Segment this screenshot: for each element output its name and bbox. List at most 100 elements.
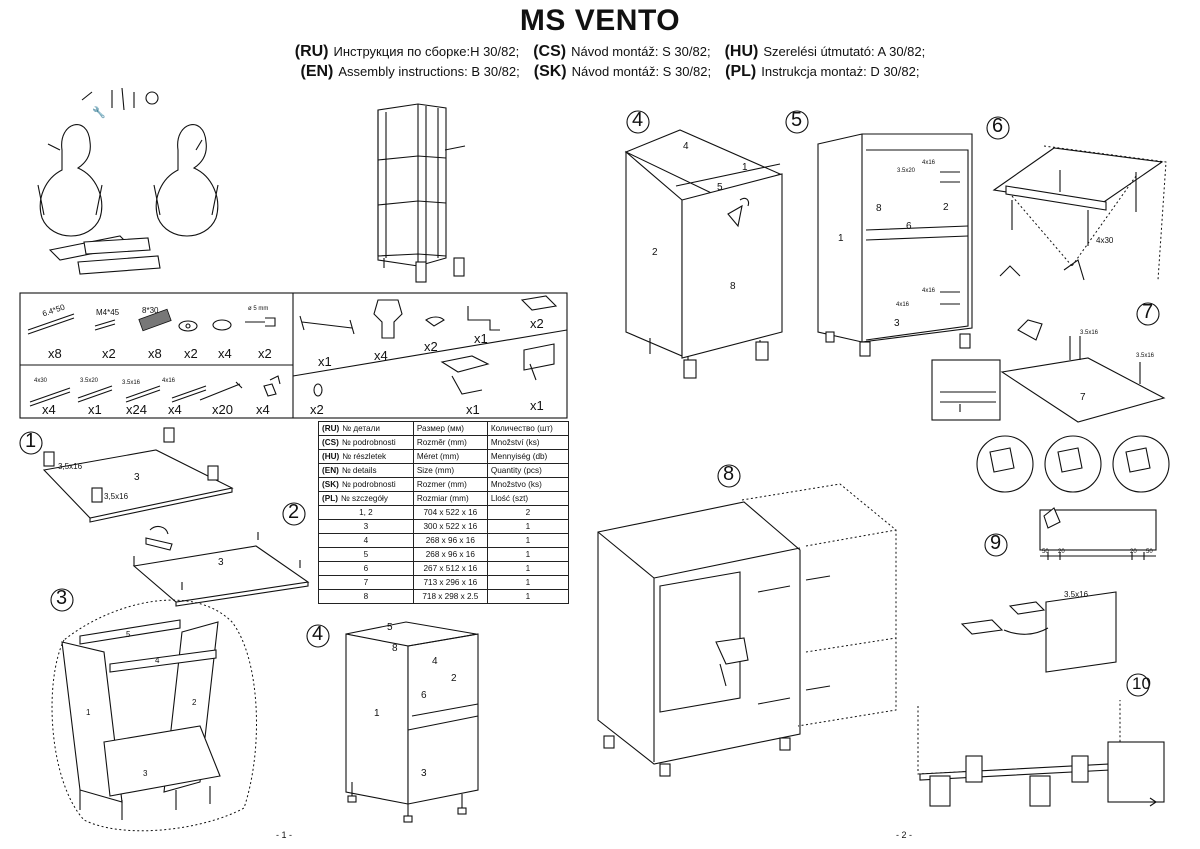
panel-number: 3	[218, 557, 224, 568]
table-cell: 2	[486, 505, 570, 520]
table-cell: 4	[318, 533, 414, 548]
hardware-qty: x4	[168, 402, 182, 417]
table-cell: (HU)№ részletek	[318, 449, 414, 464]
dimension-label: 50	[1042, 549, 1049, 555]
hardware-qty: x4	[42, 402, 56, 417]
step-number: 8	[723, 463, 735, 485]
lang-en: (EN)Assembly instructions: B 30/82;	[300, 63, 520, 80]
table-cell: Rozměr (mm)	[412, 435, 488, 450]
lang-ru: (RU)Инструкция по сборке:Н 30/82;	[294, 43, 520, 60]
table-cell: (CS)№ podrobnosti	[318, 435, 414, 450]
lang-cs: (CS)Návod montáž: S 30/82;	[533, 43, 711, 60]
screw-label: 3,5x16	[58, 462, 83, 471]
step-4-assembled	[306, 621, 479, 823]
hardware-qty: x4	[218, 346, 232, 361]
screw-label: 4x30	[1096, 236, 1114, 245]
panel-number: 4	[432, 656, 438, 667]
table-cell: Méret (mm)	[412, 449, 488, 464]
lang-pl: (PL)Instrukcja montaż: D 30/82;	[725, 63, 920, 80]
panel-number: 4	[155, 656, 160, 665]
panel-number: 6	[421, 690, 427, 701]
hardware-label: M4*45	[96, 308, 120, 317]
table-cell: Rozmiar (mm)	[412, 491, 488, 506]
table-cell: Размер (мм)	[412, 421, 488, 436]
table-cell: 300 x 522 x 16	[412, 519, 488, 534]
step-9	[984, 507, 1157, 560]
step-5	[785, 110, 973, 357]
two-people-illustration: 🔧	[37, 87, 219, 275]
panel-number: 1	[374, 708, 380, 719]
table-row: (HU)№ részletek Méret (mm) Mennyiség (db…	[318, 449, 570, 464]
step-8	[597, 464, 897, 777]
hardware-qty: x2	[310, 402, 324, 417]
table-cell: 1	[486, 519, 570, 534]
table-cell: 713 x 296 x 16	[412, 575, 488, 590]
hardware-qty: x2	[258, 346, 272, 361]
table-cell: 3	[318, 519, 414, 534]
screw-label: 4x16	[896, 302, 910, 308]
table-row: (PL)№ szczegóły Rozmiar (mm) Llość (szt)	[318, 491, 570, 506]
hardware-qty: x2	[184, 346, 198, 361]
hardware-qty: x8	[148, 346, 162, 361]
step-number: 4	[312, 623, 324, 645]
panel-number: 2	[192, 698, 197, 707]
step-number: 1	[25, 430, 37, 452]
page-number: - 1 -	[276, 830, 293, 840]
language-list: (RU)Инструкция по сборке:Н 30/82; (CS)Ná…	[180, 42, 1040, 82]
panel-number: 5	[387, 622, 393, 633]
hardware-qty: x2	[530, 316, 544, 331]
hardware-label: 3.5x16	[122, 380, 141, 386]
table-cell: 1	[486, 533, 570, 548]
lang-hu: (HU)Szerelési útmutató: A 30/82;	[724, 43, 926, 60]
step-number: 7	[1142, 301, 1154, 323]
table-cell: 1	[486, 589, 570, 604]
dimension-label: 50	[1146, 549, 1153, 555]
page-title: MS VENTO	[519, 4, 681, 37]
step-number: 4	[632, 109, 644, 131]
panel-number: 3	[894, 318, 900, 329]
panel-number: 2	[943, 202, 949, 213]
tools-icon: 🔧	[92, 105, 106, 119]
table-row: (SK)№ podrobnosti Rozmer (mm) Množstvo (…	[318, 477, 570, 492]
panel-number: 7	[1080, 392, 1086, 403]
table-row: (EN)№ details Size (mm) Quantity (pcs)	[318, 463, 570, 478]
cabinet-preview	[377, 103, 466, 283]
panel-number: 1	[742, 162, 748, 173]
hardware-qty: x1	[530, 398, 544, 413]
language-row: (RU)Инструкция по сборке:Н 30/82; (CS)Ná…	[180, 42, 1040, 62]
table-cell: Množstvo (ks)	[486, 477, 570, 492]
hardware-qty: x4	[374, 348, 388, 363]
table-row: (CS)№ podrobnosti Rozměr (mm) Množství (…	[318, 435, 570, 450]
table-cell: 268 x 96 x 16	[412, 533, 488, 548]
step-7	[931, 302, 1166, 423]
table-cell: 267 x 512 x 16	[412, 561, 488, 576]
table-cell: Size (mm)	[412, 463, 488, 478]
step-3	[50, 588, 257, 832]
panel-number: 1	[838, 233, 844, 244]
table-cell: 718 x 298 x 2.5	[412, 589, 488, 604]
table-cell: 1	[486, 561, 570, 576]
step-number: 6	[992, 115, 1004, 137]
page-number: - 2 -	[896, 830, 913, 840]
step-1	[19, 427, 234, 523]
table-cell: Množství (ks)	[486, 435, 570, 450]
hardware-qty: x8	[48, 346, 62, 361]
table-cell: 268 x 96 x 16	[412, 547, 488, 562]
hardware-label: 8*30	[142, 306, 159, 315]
table-cell: 7	[318, 575, 414, 590]
panel-number: 3	[134, 472, 140, 483]
panel-number: 4	[683, 141, 689, 152]
step-4-frame	[624, 110, 783, 379]
hardware-box	[19, 292, 568, 419]
step-10	[917, 673, 1165, 807]
hardware-qty: x1	[318, 354, 332, 369]
table-cell: Llość (szt)	[486, 491, 570, 506]
hardware-label: 3.5x20	[80, 378, 99, 384]
step-6	[986, 116, 1167, 281]
hardware-qty: x1	[474, 331, 488, 346]
panel-number: 2	[652, 247, 658, 258]
table-cell: (PL)№ szczegóły	[318, 491, 414, 506]
